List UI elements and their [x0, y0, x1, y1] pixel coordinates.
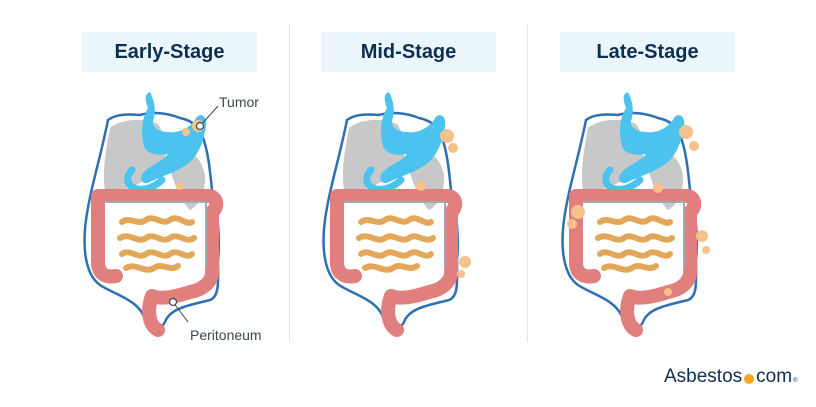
- peritoneum-callout-line: [172, 301, 189, 323]
- tumor-nodule: [679, 125, 693, 139]
- tumor-nodule: [696, 230, 708, 242]
- tumor-nodule: [176, 182, 184, 190]
- abdomen-illustration-early: [50, 0, 288, 360]
- tumor-nodule: [653, 183, 663, 193]
- logo-dot-icon: [744, 374, 755, 384]
- early-stage-panel: Early-Stage: [50, 0, 288, 360]
- tumor-nodule: [416, 181, 426, 191]
- peritoneum-label: Peritoneum: [190, 327, 262, 343]
- tumor-nodule: [689, 141, 699, 151]
- tumor-callout-marker: [195, 121, 205, 131]
- peritoneum-callout-marker: [168, 297, 178, 307]
- tumor-nodule: [440, 129, 454, 143]
- logo-suffix: com: [756, 366, 793, 387]
- abdomen-illustration-mid: [289, 0, 471, 360]
- stage-title: Late-Stage: [560, 32, 735, 72]
- tumor-label: Tumor: [219, 94, 259, 110]
- late-stage-panel: Late-Stage: [528, 0, 766, 360]
- tumor-nodule: [457, 270, 465, 278]
- panel-divider: [527, 24, 528, 342]
- tumor-callout-line: [199, 105, 219, 127]
- tumor-nodule: [664, 288, 672, 296]
- tumor-nodule: [459, 256, 471, 268]
- tumor-nodule: [182, 128, 190, 136]
- asbestos-logo: Asbestos com ®: [664, 366, 797, 388]
- mid-stage-panel: Mid-Stage: [289, 0, 527, 360]
- registered-mark: ®: [793, 378, 798, 384]
- tumor-nodule: [448, 143, 458, 153]
- abdomen-illustration-late: [528, 0, 710, 360]
- stage-title: Mid-Stage: [321, 32, 496, 72]
- stage-title: Early-Stage: [82, 32, 257, 72]
- panel-divider: [289, 24, 290, 342]
- tumor-nodule: [571, 205, 585, 219]
- tumor-nodule: [567, 219, 577, 229]
- logo-name: Asbestos: [664, 366, 743, 387]
- tumor-nodule: [702, 246, 710, 254]
